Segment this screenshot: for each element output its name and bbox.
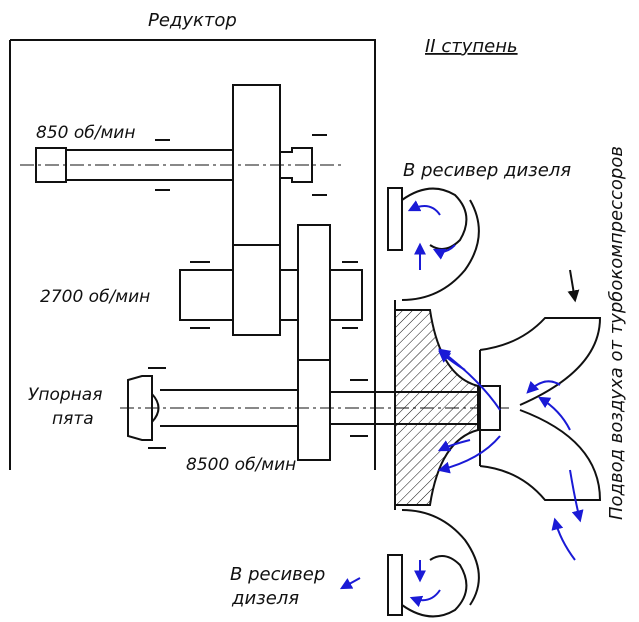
- gear-8500: [297, 224, 331, 461]
- impeller: [394, 309, 501, 506]
- air-supply-label: Подвод воздуха от турбокомпрессоров: [606, 146, 627, 520]
- thrust-label-line1: Упорная: [28, 385, 102, 405]
- volute-lower: [387, 495, 480, 618]
- speed-850-label: 850 об/мин: [36, 123, 135, 143]
- receiver-bottom-arrow: [339, 577, 361, 590]
- receiver-top-label: В ресивер дизеля: [403, 160, 571, 181]
- receiver-bottom-label-line1: В ресивер: [230, 564, 325, 585]
- shaft-850: [35, 84, 327, 336]
- volute-upper: [387, 187, 480, 320]
- reducer-housing: [9, 39, 376, 470]
- stage-label: II ступень: [425, 36, 518, 57]
- shaft-2700: [179, 261, 363, 329]
- speed-2700-label: 2700 об/мин: [40, 287, 150, 307]
- reducer-label: Редуктор: [148, 10, 237, 31]
- speed-8500-label: 8500 об/мин: [186, 455, 296, 475]
- air-flow-arrows: [407, 200, 584, 608]
- receiver-bottom-label-line2: дизеля: [231, 588, 299, 609]
- thrust-label-line2: пята: [52, 409, 94, 429]
- air-supply-arrow: [567, 269, 580, 303]
